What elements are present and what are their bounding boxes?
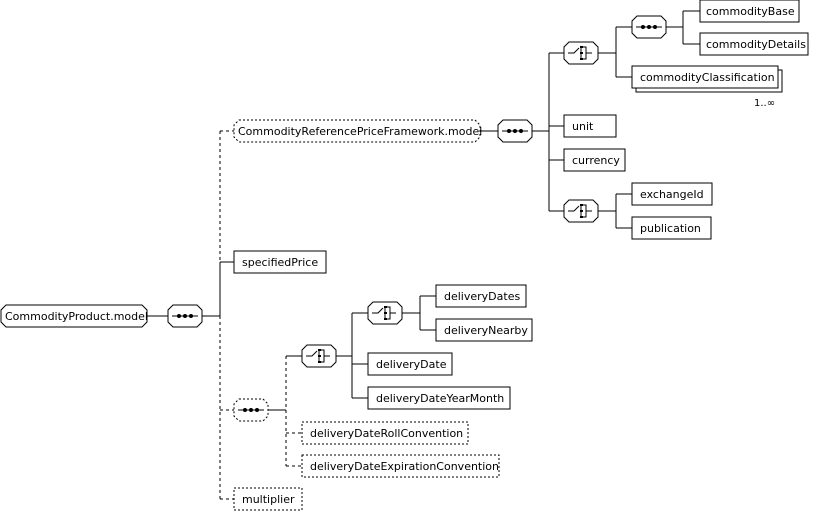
node-label: deliveryDates	[444, 290, 520, 303]
node-delivery-dates: deliveryDates	[435, 284, 527, 308]
node-currency: currency	[563, 148, 626, 172]
node-label: exchangeId	[640, 188, 704, 201]
node-label: deliveryDateRollConvention	[310, 427, 463, 440]
node-label: deliveryDateExpirationConvention	[310, 460, 499, 473]
delivery-choice-compositor	[301, 344, 337, 368]
node-label: deliveryDateYearMonth	[376, 392, 504, 405]
node-delivery-date-year-month: deliveryDateYearMonth	[367, 386, 511, 410]
ref-price-sequence-compositor	[497, 119, 533, 143]
optional-sequence-compositor	[233, 398, 269, 422]
node-label: deliveryDate	[376, 358, 447, 371]
node-label: CommodityProduct.model	[5, 310, 148, 323]
node-delivery-date-expiration-convention: deliveryDateExpirationConvention	[301, 454, 500, 478]
commodity-inner-sequence-compositor	[631, 15, 667, 39]
node-label: commodityClassification	[640, 71, 775, 84]
node-commodity-reference-price-framework-model: CommodityReferencePriceFramework.model	[233, 119, 482, 143]
node-unit: unit	[563, 114, 617, 138]
node-label: specifiedPrice	[242, 256, 318, 269]
connector-lines	[147, 10, 700, 500]
node-label: commodityDetails	[706, 38, 806, 51]
node-commodity-base: commodityBase	[699, 0, 800, 23]
node-commodity-classification: commodityClassification 1..∞	[631, 65, 783, 109]
node-label: currency	[572, 154, 620, 167]
commodity-choice-compositor	[563, 41, 599, 65]
node-publication: publication	[631, 216, 712, 240]
node-exchange-id: exchangeId	[631, 182, 713, 206]
node-multiplier: multiplier	[233, 487, 303, 511]
node-label: deliveryNearby	[444, 324, 528, 337]
node-label: commodityBase	[706, 5, 795, 18]
node-commodity-product-model: CommodityProduct.model	[0, 304, 148, 328]
node-delivery-date-roll-convention: deliveryDateRollConvention	[301, 421, 469, 445]
node-commodity-details: commodityDetails	[699, 32, 809, 56]
node-delivery-date: deliveryDate	[367, 352, 453, 376]
node-label: unit	[572, 120, 594, 133]
node-label: multiplier	[242, 493, 295, 506]
occurrence-label: 1..∞	[754, 98, 775, 109]
delivery-dates-choice-compositor	[367, 301, 403, 325]
exchange-choice-compositor	[563, 199, 599, 223]
node-delivery-nearby: deliveryNearby	[435, 318, 533, 342]
node-label: publication	[640, 222, 701, 235]
node-label: CommodityReferencePriceFramework.model	[238, 125, 482, 138]
node-specified-price: specifiedPrice	[233, 250, 327, 274]
main-sequence-compositor	[167, 304, 203, 328]
